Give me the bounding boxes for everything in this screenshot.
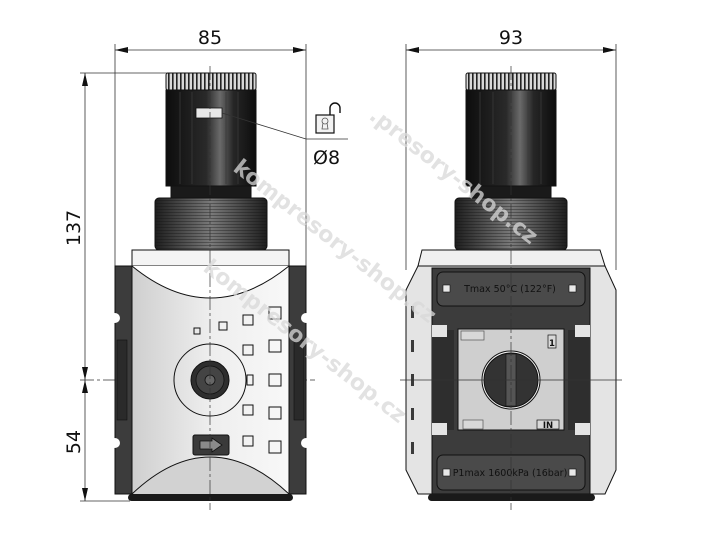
dim-arrow-icon [406, 47, 419, 53]
adjustment-knob [165, 89, 257, 187]
label-marker [442, 284, 451, 293]
side-view: 93 Tmax 50°C (122°F) [400, 27, 622, 510]
lock-diameter-label: Ø8 [313, 147, 340, 169]
p1max-label: P1max 1600kPa (16bar) [453, 468, 568, 479]
knob-knurled-cap [165, 72, 257, 91]
vent-squares [193, 306, 282, 454]
port-number-badge [547, 334, 557, 349]
mount-notch [301, 313, 311, 323]
port-in-label: IN [543, 421, 553, 431]
front-view: 85 137 54 [63, 27, 348, 510]
mount-notch [110, 313, 120, 323]
unlocked-padlock-icon [315, 102, 341, 134]
dim-arrow-icon [82, 73, 88, 86]
mount-notch [110, 438, 120, 448]
port-in-badge [536, 419, 560, 430]
dim-arrow-icon [115, 47, 128, 53]
dim-front-width: 85 [198, 27, 222, 49]
knob-collar [170, 185, 252, 199]
port-number: 1 [549, 339, 555, 349]
body-base [428, 494, 595, 501]
label-marker [442, 468, 451, 477]
lock-indicator-window [195, 107, 223, 119]
dim-arrow-icon [82, 380, 88, 393]
dim-lower-height: 54 [63, 430, 85, 454]
arrow-right-icon [199, 437, 223, 453]
label-marker [568, 468, 577, 477]
dim-arrow-icon [82, 367, 88, 380]
dim-arrow-icon [82, 488, 88, 501]
dim-side-width: 93 [499, 27, 523, 49]
label-marker [568, 284, 577, 293]
top-plate [417, 249, 606, 267]
leader-line [221, 112, 307, 140]
tmax-label: Tmax 50°C (122°F) [463, 284, 556, 295]
body-base [128, 494, 293, 501]
dim-arrow-icon [603, 47, 616, 53]
dim-arrow-icon [293, 47, 306, 53]
dim-total-height: 137 [63, 210, 85, 246]
mount-notch [301, 438, 311, 448]
